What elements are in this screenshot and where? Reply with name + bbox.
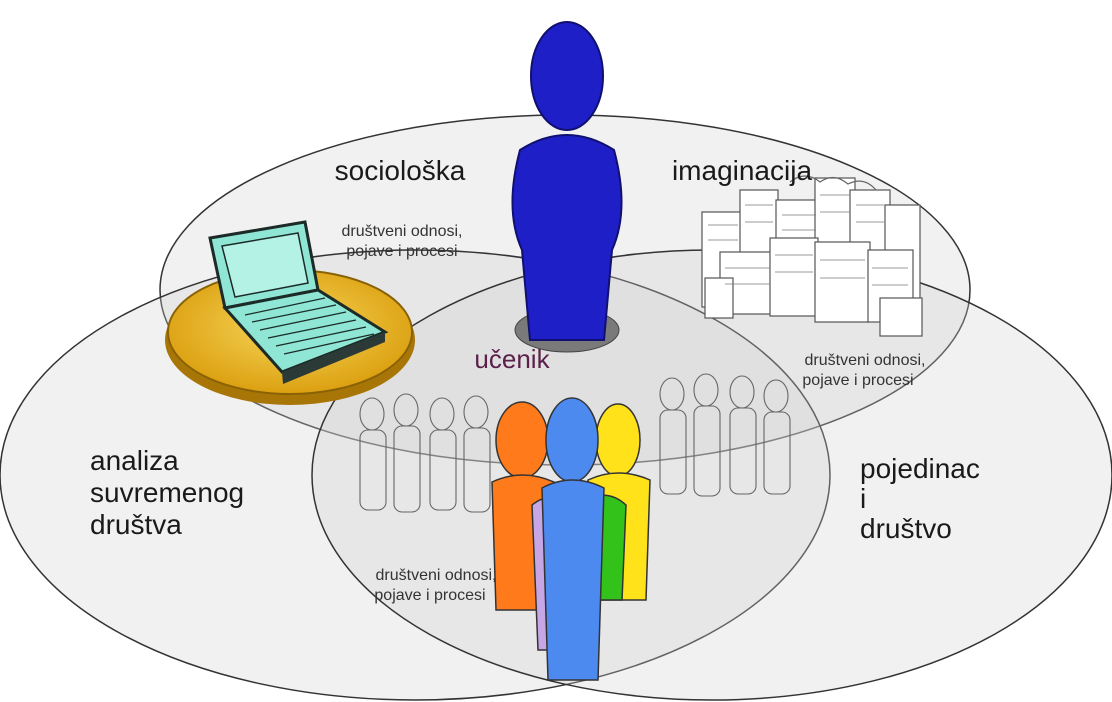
- person-icon: [511, 21, 623, 341]
- left-circle-line2: suvremenog: [90, 477, 244, 508]
- right-circle-line3: društvo: [860, 513, 952, 544]
- left-circle-line3: društva: [90, 509, 182, 540]
- people-group-icon: [359, 373, 791, 513]
- relations-bottom-line1: društveni odnosi,: [376, 567, 497, 584]
- city-buildings-icon: [701, 175, 923, 337]
- relations-top-line2: pojave i procesi: [346, 243, 457, 260]
- label-imagination: imaginacija: [672, 155, 812, 186]
- left-circle-line1: analiza: [90, 445, 179, 476]
- laptop-icon: [165, 220, 415, 405]
- relations-bottom-line2: pojave i procesi: [374, 587, 485, 604]
- people-group-colored: [491, 397, 651, 681]
- label-sociological: sociološka: [335, 155, 466, 186]
- center-label: učenik: [474, 344, 550, 374]
- relations-right-line1: društveni odnosi,: [805, 352, 926, 369]
- right-circle-line1: pojedinac: [860, 453, 980, 484]
- relations-top-line1: društveni odnosi,: [342, 223, 463, 240]
- right-circle-line2: i: [860, 483, 866, 514]
- relations-right-line2: pojave i procesi: [802, 372, 913, 389]
